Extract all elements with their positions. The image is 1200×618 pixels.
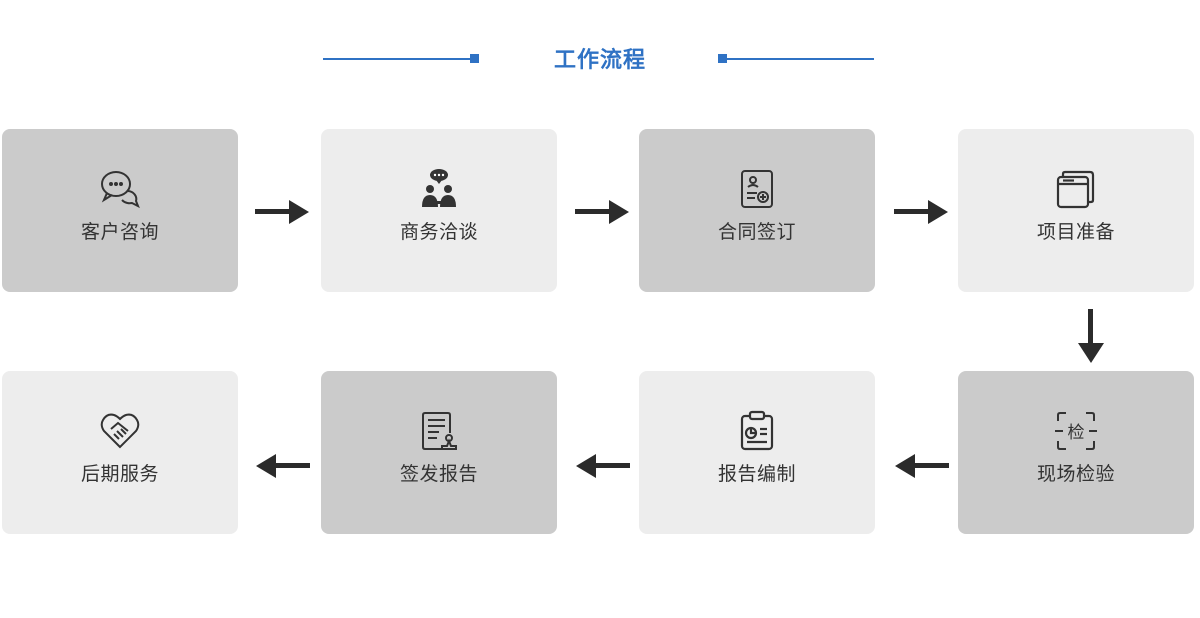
- arrow-left-icon: [895, 454, 949, 478]
- step-card-negotiation: 商务洽谈: [321, 129, 557, 292]
- chat-bubbles-icon: [98, 167, 142, 211]
- step-card-contract: 合同签订: [639, 129, 875, 292]
- arrow-right-icon: [255, 200, 309, 224]
- step-label: 报告编制: [717, 463, 796, 485]
- title-left-line: [323, 58, 475, 60]
- svg-text:检: 检: [1068, 423, 1085, 443]
- step-label: 签发报告: [399, 463, 478, 485]
- step-label: 项目准备: [1036, 221, 1115, 243]
- step-label: 现场检验: [1036, 463, 1115, 485]
- step-card-report-compilation: 报告编制: [639, 371, 875, 534]
- step-label: 合同签订: [717, 221, 796, 243]
- title-right-line: [722, 58, 874, 60]
- step-label: 后期服务: [80, 463, 159, 485]
- arrow-right-icon: [894, 200, 948, 224]
- stacked-windows-icon: [1054, 167, 1098, 211]
- step-card-site-inspection: 检 现场检验: [958, 371, 1194, 534]
- contract-icon: [735, 167, 779, 211]
- scan-inspect-icon: 检: [1054, 409, 1098, 453]
- step-card-consultation: 客户咨询: [2, 129, 238, 292]
- document-seal-icon: [417, 409, 461, 453]
- step-card-issue-report: 签发报告: [321, 371, 557, 534]
- arrow-left-icon: [256, 454, 310, 478]
- arrow-left-icon: [576, 454, 630, 478]
- step-label: 客户咨询: [80, 221, 159, 243]
- page-title: 工作流程: [553, 48, 646, 73]
- heart-handshake-icon: [98, 409, 142, 453]
- step-card-after-sales: 后期服务: [2, 371, 238, 534]
- arrow-down-icon: [1078, 309, 1104, 363]
- arrow-right-icon: [575, 200, 629, 224]
- clipboard-chart-icon: [735, 409, 779, 453]
- step-label: 商务洽谈: [399, 221, 478, 243]
- step-card-preparation: 项目准备: [958, 129, 1194, 292]
- title-left-dot: [470, 54, 479, 63]
- people-talking-icon: [417, 167, 461, 211]
